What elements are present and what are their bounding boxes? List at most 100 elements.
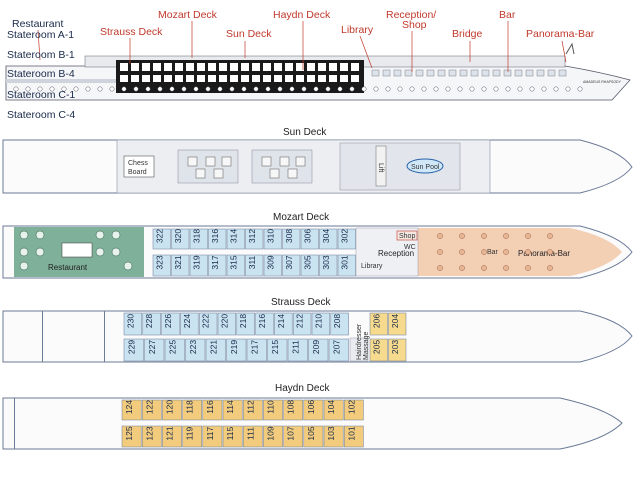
haydn-cabin[interactable] [222,399,243,421]
mozart-cabin[interactable] [171,228,190,250]
strauss-cabin[interactable] [198,312,218,336]
mozart-cabin[interactable] [300,254,319,277]
mozart-cabin[interactable] [319,228,338,250]
strauss-cabin[interactable] [328,338,349,362]
mozart-cabin[interactable] [337,254,356,277]
mozart-cabin-number: 302 [339,229,349,243]
mozart-cabin-number: 308 [284,229,294,243]
porthole [145,86,151,92]
strauss-cabin[interactable] [123,338,144,362]
mozart-cabin[interactable] [263,228,282,250]
mozart-cabin[interactable] [282,228,301,250]
strauss-cabin[interactable] [144,338,165,362]
wc-label: WC [404,244,416,251]
haydn-cabin[interactable] [263,425,283,448]
strauss-cabin-number: 221 [208,340,218,354]
label-stateroom-c4: Stateroom C-4 [7,109,75,121]
strauss-cabin[interactable] [185,338,206,362]
haydn-cabin[interactable] [303,425,324,448]
strauss-cabin[interactable] [205,338,226,362]
strauss-cabin[interactable] [287,338,308,362]
mozart-cabin[interactable] [245,228,264,250]
bar-table [503,233,509,239]
porthole [373,86,379,92]
haydn-cabin[interactable] [141,425,162,448]
side-window [153,63,161,71]
mozart-cabin[interactable] [208,228,227,250]
strauss-cabin[interactable] [236,312,255,336]
haydn-cabin[interactable] [263,399,283,421]
haydn-cabin[interactable] [121,399,142,421]
restaurant-table [95,247,105,257]
mozart-cabin-number: 323 [154,255,164,269]
strauss-cabin[interactable] [180,312,199,336]
haydn-cabin[interactable] [242,399,263,421]
ship-side-view: AMADEUS RHAPSODY [5,42,631,101]
haydn-cabin[interactable] [141,399,162,421]
mozart-cabin[interactable] [152,254,171,277]
haydn-cabin[interactable] [162,399,182,421]
strauss-cabin[interactable] [226,338,247,362]
strauss-cabin[interactable] [164,338,185,362]
mozart-cabin[interactable] [319,254,338,277]
bar-table [481,249,487,255]
strauss-cabin[interactable] [308,338,329,362]
strauss-cabin-number: 222 [201,314,211,328]
haydn-cabin[interactable] [242,425,263,448]
strauss-cabin[interactable] [246,338,267,362]
strauss-cabin[interactable] [217,312,237,336]
strauss-cabin[interactable] [161,312,180,336]
haydn-cabin[interactable] [222,425,243,448]
mozart-cabin[interactable] [245,254,264,277]
porthole [277,86,283,92]
strauss-cabin[interactable] [311,312,331,336]
porthole [97,86,103,92]
mozart-cabin[interactable] [337,228,356,250]
haydn-cabin[interactable] [343,425,364,448]
haydn-cabin[interactable] [202,399,223,421]
haydn-cabin-number: 123 [144,426,154,440]
strauss-cabin[interactable] [274,312,293,336]
strauss-cabin[interactable] [267,338,288,362]
haydn-cabin[interactable] [343,399,364,421]
side-window [230,75,238,82]
mozart-cabin[interactable] [189,228,208,250]
side-window [208,75,216,82]
mozart-cabin[interactable] [226,254,245,277]
haydn-cabin[interactable] [182,425,203,448]
haydn-cabin[interactable] [121,425,142,448]
side-window [481,69,490,77]
strauss-cabin[interactable] [369,312,388,336]
haydn-cabin[interactable] [283,399,304,421]
haydn-cabin[interactable] [182,399,203,421]
mozart-cabin[interactable] [226,228,245,250]
mozart-cabin[interactable] [282,254,301,277]
strauss-cabin[interactable] [388,312,407,336]
mozart-cabin[interactable] [263,254,282,277]
haydn-cabin[interactable] [303,399,324,421]
chess-board-label: Chess [128,160,148,167]
chess-board-box [123,155,155,178]
strauss-cabin[interactable] [292,312,312,336]
haydn-cabin[interactable] [323,399,344,421]
strauss-cabin[interactable] [388,338,407,362]
side-window [525,69,534,77]
label-stateroom-a1: Stateroom A-1 [7,29,74,41]
strauss-cabin[interactable] [142,312,161,336]
haydn-cabin[interactable] [283,425,304,448]
mozart-cabin[interactable] [208,254,227,277]
mozart-cabin[interactable] [152,228,171,250]
strauss-cabin[interactable] [369,338,388,362]
mozart-cabin[interactable] [189,254,208,277]
haydn-cabin[interactable] [162,425,182,448]
mozart-cabin[interactable] [171,254,190,277]
strauss-cabin-number: 217 [249,340,259,354]
strauss-cabin[interactable] [330,312,349,336]
bar-table [437,249,443,255]
mozart-cabin[interactable] [300,228,319,250]
haydn-cabin[interactable] [202,425,223,448]
side-window [285,63,293,71]
strauss-cabin[interactable] [123,312,143,336]
haydn-cabin[interactable] [323,425,344,448]
strauss-cabin[interactable] [255,312,274,336]
